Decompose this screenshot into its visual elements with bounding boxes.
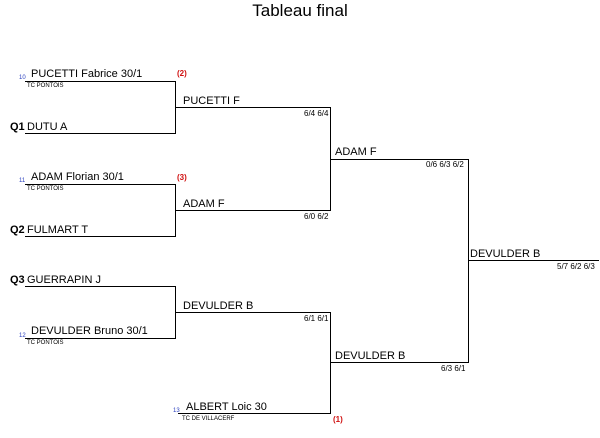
bracket-line — [25, 81, 175, 82]
seed-number: 10 — [19, 75, 26, 81]
club-name: TC PONTOIS — [27, 83, 64, 89]
match-score: 6/1 6/1 — [304, 314, 329, 323]
bracket-line — [175, 107, 331, 108]
qualifier-label: Q1 — [10, 121, 25, 133]
qualifier-label: Q2 — [10, 224, 25, 236]
seed-number: 11 — [19, 178, 26, 184]
player-name: FULMART T — [27, 224, 89, 236]
bracket-line — [25, 338, 175, 339]
match-score: 5/7 6/2 6/3 — [557, 262, 595, 271]
player-name: GUERRAPIN J — [27, 274, 101, 286]
bracket-line — [25, 236, 175, 237]
club-name: TC DE VILLACERF — [182, 416, 235, 422]
match-score: 6/0 6/2 — [304, 212, 329, 221]
match-score: 6/4 6/4 — [304, 109, 329, 118]
club-name: TC PONTOIS — [27, 340, 64, 346]
bracket-connector — [330, 312, 331, 414]
bracket-line — [175, 312, 331, 313]
bracket-line — [25, 286, 175, 287]
round3-winner: ADAM F — [335, 146, 377, 158]
club-name: TC PONTOIS — [27, 186, 64, 192]
bracket-line — [25, 133, 175, 134]
seed-rank: (3) — [177, 173, 187, 182]
player-name: ALBERT Loic 30 — [186, 401, 267, 413]
bracket-line — [330, 362, 469, 363]
bracket-connector — [468, 159, 469, 363]
round2-winner: ADAM F — [183, 198, 225, 210]
player-name: PUCETTI Fabrice 30/1 — [31, 68, 143, 80]
seed-rank: (2) — [177, 69, 187, 78]
round2-winner: DEVULDER B — [335, 350, 406, 362]
match-score: 6/3 6/1 — [441, 364, 466, 373]
seed-number: 13 — [173, 408, 180, 414]
page-title: Tableau final — [252, 1, 348, 20]
final-winner: DEVULDER B — [470, 248, 541, 260]
player-name: DUTU A — [27, 121, 68, 133]
seed-number: 12 — [19, 333, 26, 339]
bracket-line — [25, 184, 175, 185]
round2-winner: DEVULDER B — [183, 300, 254, 312]
seed-rank: (1) — [333, 415, 343, 424]
bracket-line — [175, 210, 331, 211]
bracket-line — [330, 159, 469, 160]
player-name: DEVULDER Bruno 30/1 — [31, 325, 148, 337]
bracket-line — [468, 260, 599, 261]
player-name: ADAM Florian 30/1 — [31, 171, 124, 183]
qualifier-label: Q3 — [10, 274, 25, 286]
bracket-line — [178, 413, 330, 414]
round2-winner: PUCETTI F — [183, 95, 240, 107]
match-score: 0/6 6/3 6/2 — [426, 160, 464, 169]
